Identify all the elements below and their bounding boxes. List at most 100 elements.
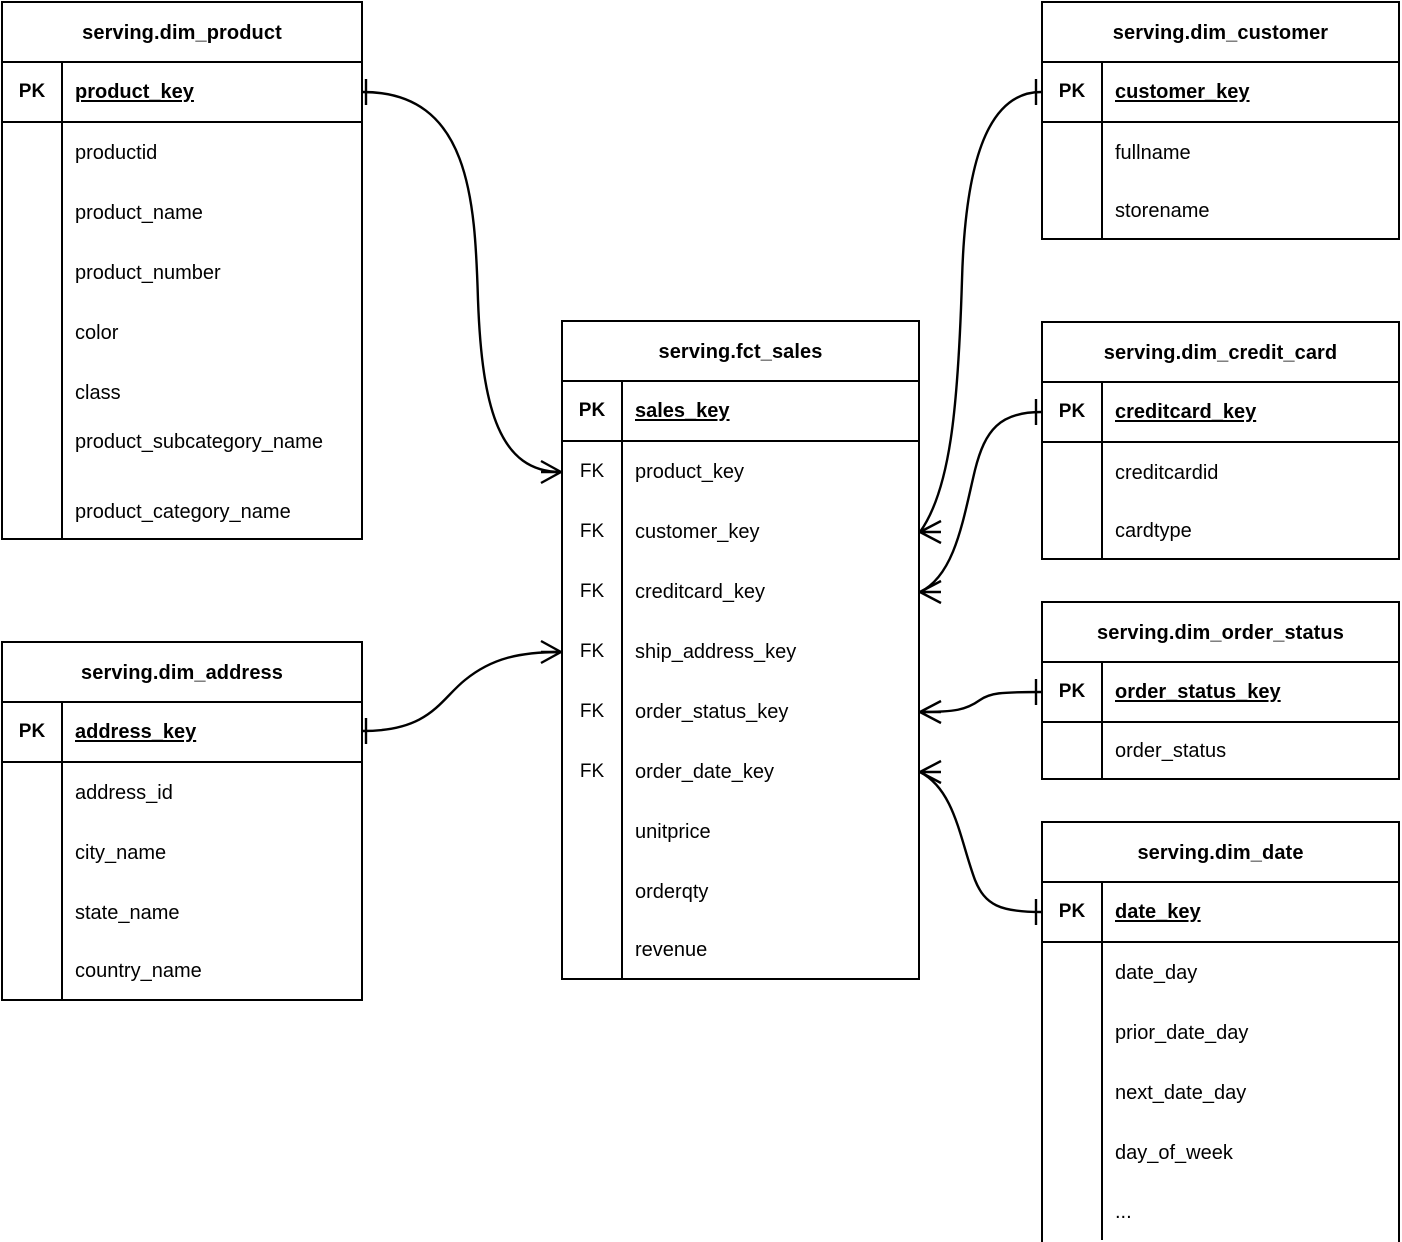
column-row: product_key xyxy=(635,461,744,483)
column-row: creditcard_key xyxy=(635,581,766,603)
pk-column-name: creditcard_key xyxy=(1115,400,1257,423)
column-row: product_subcategory_name xyxy=(75,431,323,453)
pk-badge: PK xyxy=(3,63,63,121)
pk-column-name: order_status_key xyxy=(1115,680,1281,703)
crowsfoot-order-date-key xyxy=(919,759,942,785)
entity-dim-customer[interactable]: serving.dim_customer PK customer_key ful… xyxy=(1041,1,1400,240)
key-cell xyxy=(1043,723,1101,778)
crowsfoot-product-key xyxy=(540,459,562,485)
column-row: day_of_week xyxy=(1115,1142,1233,1164)
column-row: orderqty xyxy=(635,881,709,903)
column-row: order_date_key xyxy=(635,761,774,783)
fk-badge: FK xyxy=(579,641,605,662)
column-row: customer_key xyxy=(635,521,760,543)
entity-dim-product[interactable]: serving.dim_product PK product_key produ… xyxy=(1,1,363,540)
key-cell xyxy=(1043,123,1101,183)
key-cell xyxy=(1043,1123,1101,1183)
column-row: order_status xyxy=(1115,739,1227,762)
entity-dim-address[interactable]: serving.dim_address PK address_key addre… xyxy=(1,641,363,1001)
key-cell xyxy=(1043,1183,1101,1240)
pk-row-fct-sales[interactable]: PK sales_key xyxy=(563,382,918,442)
columns-dim-address: address_id city_name state_name country_… xyxy=(3,763,361,999)
key-cell xyxy=(563,802,621,862)
name-column: address_id city_name state_name country_… xyxy=(63,763,361,999)
key-column: FK FK FK FK FK FK xyxy=(563,442,623,978)
fk-badge: FK xyxy=(579,581,605,602)
name-column: order_status xyxy=(1103,723,1398,778)
columns-dim-product: productid product_name product_number co… xyxy=(3,123,361,538)
key-column xyxy=(1043,723,1103,778)
key-column xyxy=(1043,123,1103,238)
pk-column-name: customer_key xyxy=(1115,80,1250,103)
key-cell xyxy=(1043,183,1101,238)
fk-badge: FK xyxy=(579,461,605,482)
key-cell xyxy=(1043,443,1101,503)
entity-fct-sales[interactable]: serving.fct_sales PK sales_key FK FK FK … xyxy=(561,320,920,980)
column-row: state_name xyxy=(75,902,180,924)
column-row: color xyxy=(75,322,119,344)
key-cell xyxy=(3,183,61,243)
key-cell xyxy=(3,485,61,538)
column-row: prior_date_day xyxy=(1115,1022,1249,1044)
column-row: creditcardid xyxy=(1115,462,1219,484)
entity-title-dim-credit-card: serving.dim_credit_card xyxy=(1043,323,1398,383)
key-cell xyxy=(3,303,61,363)
entity-title-dim-product: serving.dim_product xyxy=(3,3,361,63)
pk-badge: PK xyxy=(1043,63,1103,121)
name-column: creditcardid cardtype xyxy=(1103,443,1398,558)
columns-fct-sales: FK FK FK FK FK FK product_key customer_k… xyxy=(563,442,918,978)
columns-dim-date: date_day prior_date_day next_date_day da… xyxy=(1043,943,1398,1240)
key-cell xyxy=(3,943,61,999)
pk-row-dim-date[interactable]: PK date_key xyxy=(1043,883,1398,943)
key-cell xyxy=(1043,503,1101,558)
key-cell xyxy=(3,883,61,943)
column-row: ship_address_key xyxy=(635,641,797,663)
entity-title-fct-sales: serving.fct_sales xyxy=(563,322,918,382)
name-column: productid product_name product_number co… xyxy=(63,123,361,538)
crowsfoot-creditcard-key xyxy=(919,579,942,605)
pk-row-dim-customer[interactable]: PK customer_key xyxy=(1043,63,1398,123)
pk-column-name: sales_key xyxy=(635,399,730,422)
entity-dim-credit-card[interactable]: serving.dim_credit_card PK creditcard_ke… xyxy=(1041,321,1400,560)
key-column xyxy=(1043,443,1103,558)
key-cell xyxy=(563,922,621,978)
columns-dim-credit-card: creditcardid cardtype xyxy=(1043,443,1398,558)
key-cell xyxy=(1043,1063,1101,1123)
pk-column-name: address_key xyxy=(75,720,197,743)
column-row: date_day xyxy=(1115,962,1198,984)
column-row: next_date_day xyxy=(1115,1082,1247,1104)
pk-row-dim-product[interactable]: PK product_key xyxy=(3,63,361,123)
column-row: revenue xyxy=(635,939,708,961)
name-column: product_key customer_key creditcard_key … xyxy=(623,442,918,978)
crowsfoot-ship-address-key xyxy=(540,639,562,665)
key-cell xyxy=(3,763,61,823)
key-cell xyxy=(3,363,61,423)
entity-dim-date[interactable]: serving.dim_date PK date_key date_day pr… xyxy=(1041,821,1400,1242)
crowsfoot-customer-key xyxy=(919,519,942,545)
key-cell xyxy=(3,823,61,883)
column-row: product_category_name xyxy=(75,500,291,523)
relationship-dim-address-to-fct-sales xyxy=(362,639,562,744)
entity-title-dim-address: serving.dim_address xyxy=(3,643,361,703)
pk-badge: PK xyxy=(3,703,63,761)
pk-column-name: date_key xyxy=(1115,900,1201,923)
pk-column-name: product_key xyxy=(75,80,194,103)
key-column xyxy=(1043,943,1103,1240)
columns-dim-customer: fullname storename xyxy=(1043,123,1398,238)
pk-row-dim-address[interactable]: PK address_key xyxy=(3,703,361,763)
column-row: order_status_key xyxy=(635,701,789,723)
relationship-dim-customer-to-fct-sales xyxy=(919,79,1042,545)
entity-title-dim-date: serving.dim_date xyxy=(1043,823,1398,883)
column-row: country_name xyxy=(75,960,202,982)
entity-dim-order-status[interactable]: serving.dim_order_status PK order_status… xyxy=(1041,601,1400,780)
relationship-dim-date-to-fct-sales xyxy=(919,759,1042,925)
column-row: address_id xyxy=(75,782,173,804)
column-row: ... xyxy=(1115,1200,1132,1223)
relationship-dim-order-status-to-fct-sales xyxy=(919,679,1042,725)
key-cell xyxy=(3,423,61,485)
key-cell xyxy=(1043,943,1101,1003)
key-cell xyxy=(3,123,61,183)
pk-row-dim-credit-card[interactable]: PK creditcard_key xyxy=(1043,383,1398,443)
pk-row-dim-order-status[interactable]: PK order_status_key xyxy=(1043,663,1398,723)
